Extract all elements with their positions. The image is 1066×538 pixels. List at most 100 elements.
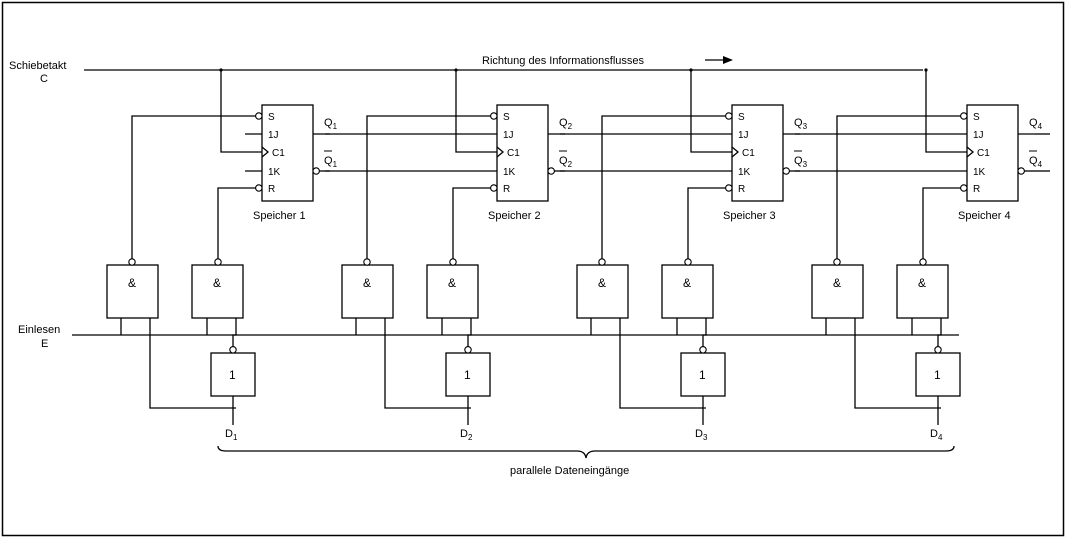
and-symbol: & [918,276,926,290]
data-input-label: D3 [695,428,708,442]
q-output-label: Q3 [794,117,808,131]
set-wire [601,115,726,259]
and-reset-output-bubble [684,258,692,266]
not-to-and-wire [467,318,472,347]
and-gate-reset [191,264,244,319]
pin-c-label: C1 [742,148,755,159]
not-symbol: 1 [699,368,706,382]
clock-symbol: C [40,73,48,85]
q-bar-bubble [547,167,555,175]
clock-edge-marker [966,146,975,158]
not-output-bubble [464,346,472,354]
pin-j-label: 1J [268,130,279,141]
stage-name: Speicher 4 [958,210,1011,222]
clock-name: Schiebetakt [9,60,66,72]
reset-inverter-bubble [490,184,498,192]
pin-s-label: S [503,112,510,123]
stage-name: Speicher 2 [488,210,541,222]
d-index: 4 [938,433,943,442]
reset-inverter-bubble [255,184,263,192]
load-symbol: E [41,338,48,350]
set-inverter-bubble [255,112,263,120]
data-input-label: D2 [460,428,473,442]
not-output-bubble [934,346,942,354]
pin-c-label: C1 [507,148,520,159]
q-bar-index: 3 [803,160,808,169]
pin-r-label: R [268,184,275,195]
pin-k-label: 1K [268,167,281,178]
pin-s-label: S [268,112,275,123]
not-to-and-wire [937,318,942,347]
q-index: 1 [333,122,338,131]
q-bar-output-label: Q4 [1029,155,1043,169]
and-gate-reset [896,264,949,319]
load-name: Einlesen [18,324,60,336]
clock-branch-wire [925,70,967,153]
d-index: 3 [703,433,708,442]
clock-edge-marker [496,146,505,158]
set-wire [366,115,491,259]
q-bar-bubble [782,167,790,175]
and-set-output-bubble [598,258,606,266]
junction-dot [924,68,928,72]
direction-label: Richtung des Informationsflusses [482,55,645,67]
junction-dot [219,68,223,72]
clock-branch-wire [220,70,262,153]
pin-k-label: 1K [503,167,516,178]
not-symbol: 1 [934,368,941,382]
and-symbol: & [128,276,136,290]
set-wire [836,115,961,259]
stage-name: Speicher 3 [723,210,776,222]
pin-r-label: R [973,184,980,195]
set-wire [131,115,256,259]
and-gate-reset [426,264,479,319]
not-symbol: 1 [464,368,471,382]
bus-label: parallele Dateneingänge [510,465,629,477]
d-index: 2 [468,433,473,442]
and-set-output-bubble [128,258,136,266]
clock-branch-wire [455,70,497,153]
not-output-bubble [699,346,707,354]
reset-inverter-bubble [725,184,733,192]
q-bar-output-label: Q2 [559,155,573,169]
flip-flop-box [496,104,549,202]
direction-arrowhead [723,56,733,64]
not-gate [445,352,491,397]
and-gate-set [341,264,394,319]
pin-s-label: S [973,112,980,123]
and-gate-set [576,264,629,319]
clock-branch-wire [690,70,732,153]
pin-k-label: 1K [973,167,986,178]
pin-j-label: 1J [738,130,749,141]
clock-edge-marker [261,146,270,158]
q-output-label: Q2 [559,117,573,131]
inputs-brace [217,445,955,459]
q-output-label: Q4 [1029,117,1043,131]
flip-flop-box [731,104,784,202]
flip-flop-box [261,104,314,202]
q-index: 2 [568,122,573,131]
q-bar-output-label: Q3 [794,155,808,169]
pin-s-label: S [738,112,745,123]
and-set-data-input [619,318,706,409]
and-set-output-bubble [833,258,841,266]
not-to-and-wire [232,318,237,347]
clock-edge-marker [731,146,740,158]
pin-c-label: C1 [977,148,990,159]
pin-k-label: 1K [738,167,751,178]
and-symbol: & [213,276,221,290]
q-bar-index: 1 [333,160,338,169]
and-set-data-input [854,318,941,409]
q-bar-bubble [1017,167,1025,175]
reset-wire [687,187,726,259]
and-set-output-bubble [363,258,371,266]
data-input-label: D1 [225,428,238,442]
and-symbol: & [683,276,691,290]
q-bar-index: 4 [1038,160,1043,169]
flip-flop-box [966,104,1019,202]
